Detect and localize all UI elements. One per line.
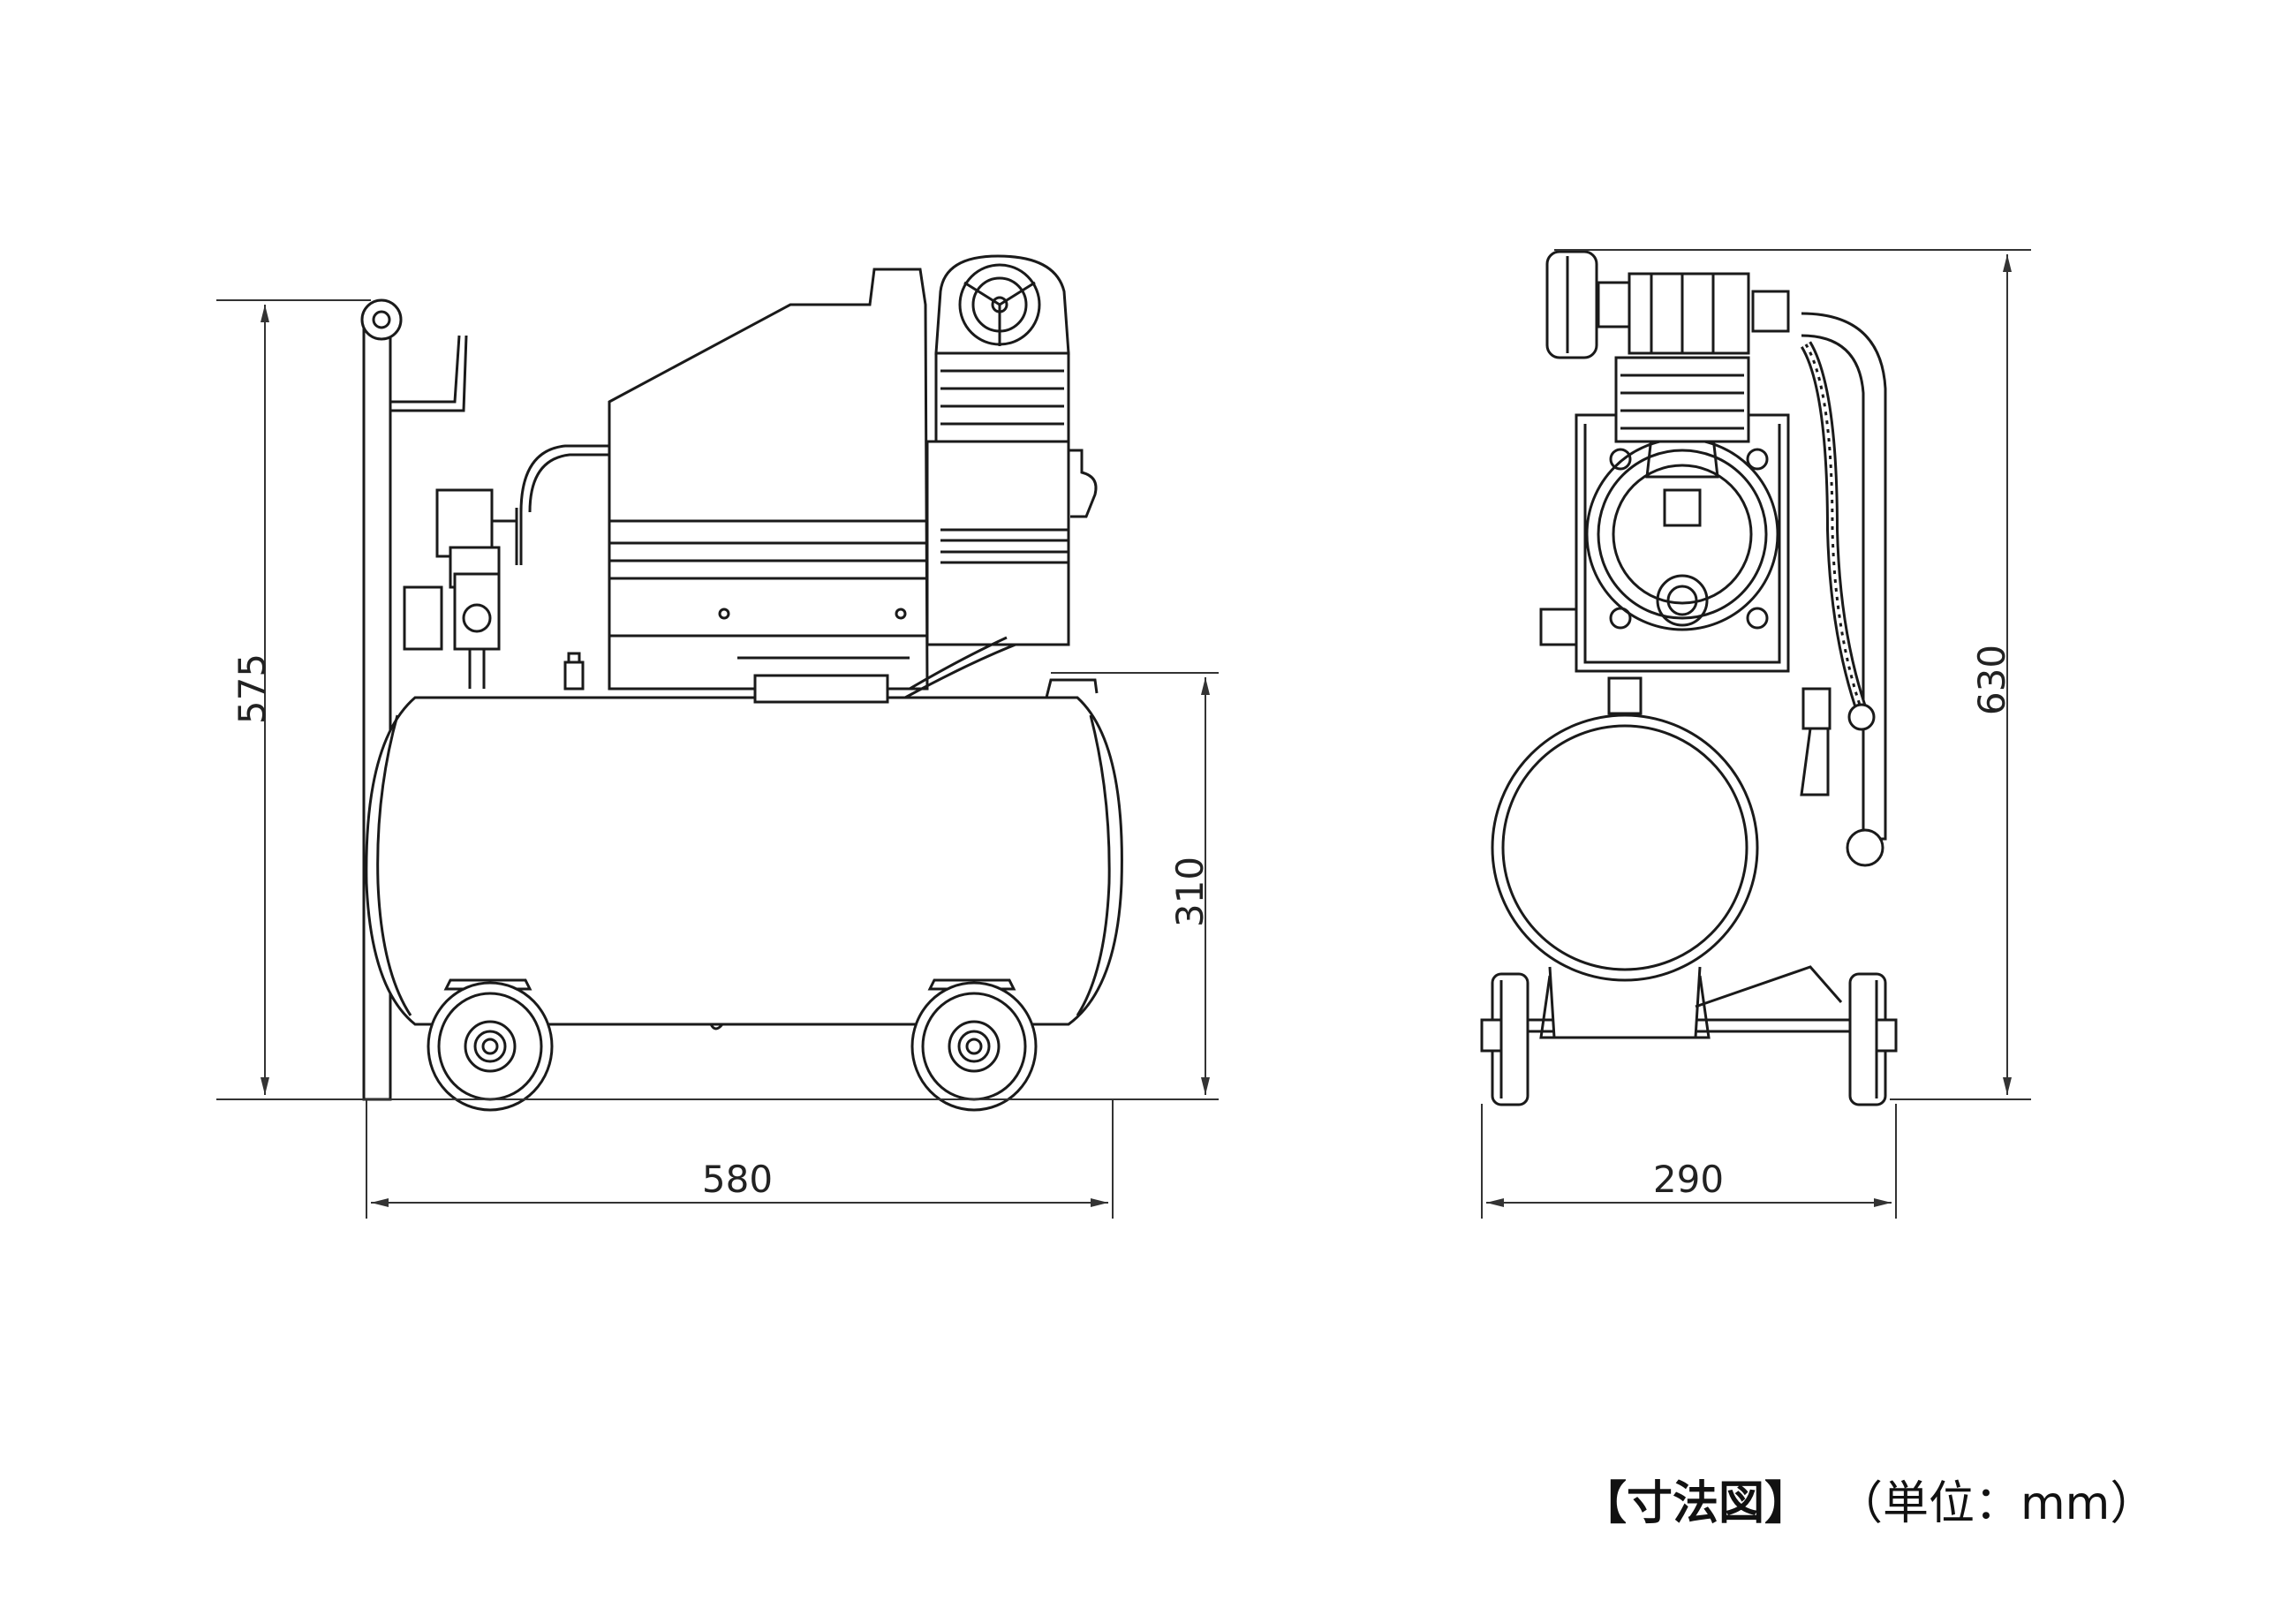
dim-front-height: 630 bbox=[1970, 645, 2013, 715]
caption-unit: （単位：mm） bbox=[1860, 1477, 2156, 1530]
front-wheel-left bbox=[1480, 972, 1529, 1106]
dim-side-height: 575 bbox=[230, 653, 274, 724]
dim-side-width: 580 bbox=[702, 1158, 773, 1201]
side-wheel-left bbox=[427, 978, 554, 1112]
front-compressor-head bbox=[1539, 250, 1790, 646]
dim-front-width: 290 bbox=[1653, 1158, 1724, 1201]
front-motor bbox=[1575, 413, 1790, 673]
front-frame bbox=[1492, 676, 1850, 1039]
front-hose bbox=[1800, 341, 1876, 731]
side-tank-valve bbox=[563, 652, 585, 691]
caption-title: 【寸法図】 bbox=[1581, 1477, 1811, 1530]
side-tank bbox=[365, 678, 1123, 1030]
front-wheel-right bbox=[1848, 972, 1898, 1106]
front-view bbox=[1480, 250, 1898, 1106]
side-view bbox=[360, 254, 1123, 1112]
side-wheel-right bbox=[910, 978, 1038, 1112]
side-motor bbox=[608, 268, 1070, 704]
front-dimensions bbox=[1481, 249, 2031, 1219]
front-tank bbox=[1491, 713, 1759, 982]
side-handle bbox=[360, 298, 468, 1101]
dim-tank-height: 310 bbox=[1168, 857, 1212, 927]
side-compressor-head bbox=[934, 254, 1098, 518]
side-dimensions bbox=[216, 299, 1219, 1219]
side-regulator bbox=[403, 444, 609, 689]
front-handle bbox=[1801, 312, 1887, 867]
side-hose bbox=[904, 636, 1016, 699]
drawing-caption: 【寸法図】 （単位：mm） bbox=[1581, 1466, 2278, 1532]
